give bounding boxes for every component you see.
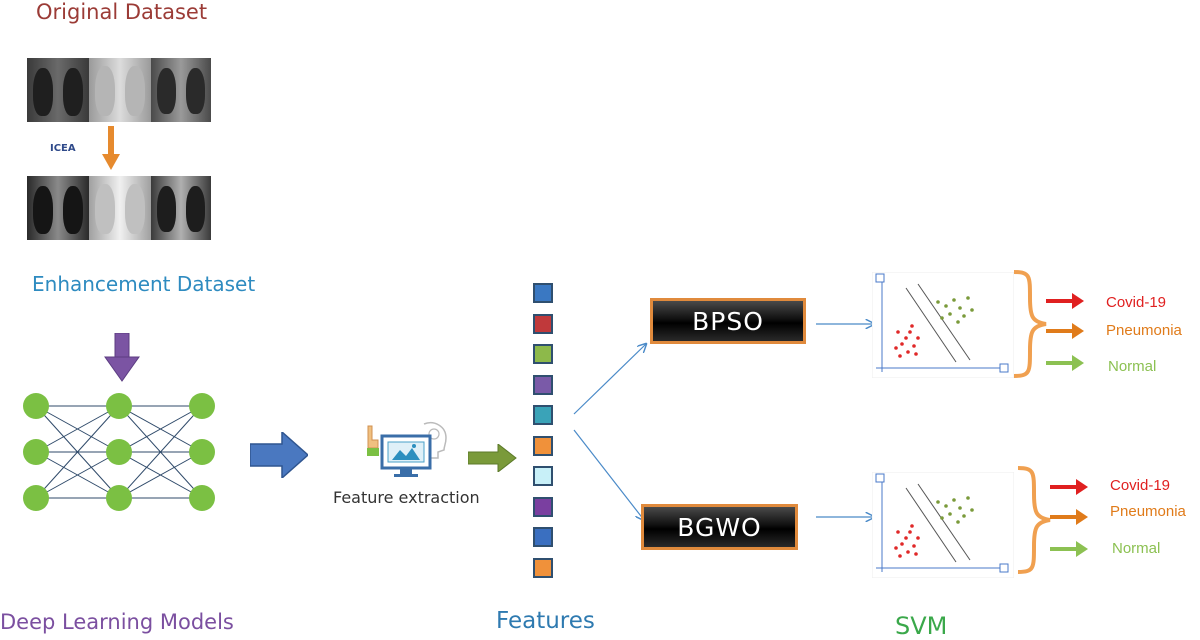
- purple-down-arrow: [104, 333, 140, 382]
- curly-brace-top: [1013, 270, 1047, 378]
- optimizer-to-svm-arrows: [816, 310, 882, 530]
- svm-title: SVM: [895, 612, 948, 640]
- output-covid19: Covid-19: [1110, 477, 1171, 494]
- neuron: [106, 439, 132, 465]
- xray-image: [27, 176, 89, 240]
- neuron: [23, 393, 49, 419]
- output-normal: Normal: [1112, 540, 1161, 557]
- feature-square: [533, 405, 553, 425]
- neural-network: [23, 393, 215, 511]
- svm-plot-bottom: [872, 472, 1014, 578]
- feature-square: [533, 466, 553, 486]
- neuron: [106, 393, 132, 419]
- blue-right-arrow: [250, 432, 308, 478]
- bpso-box: BPSO: [650, 298, 806, 344]
- feature-square: [533, 283, 553, 303]
- feature-square: [533, 557, 553, 578]
- xray-image: [27, 58, 89, 122]
- feature-square: [533, 344, 553, 364]
- feature-extraction-icon: [367, 422, 447, 477]
- neuron: [106, 485, 132, 511]
- feature-extraction-label: Feature extraction: [333, 488, 480, 507]
- feature-square: [533, 496, 553, 517]
- svm-plot-top: [872, 272, 1014, 378]
- output-pneumonia: Pneumonia: [1110, 503, 1186, 520]
- output-normal: Normal: [1108, 358, 1157, 375]
- xray-image: [89, 58, 151, 122]
- green-right-arrow: [468, 444, 517, 472]
- feature-square: [533, 313, 553, 334]
- xray-image: [151, 58, 211, 122]
- feature-square: [533, 374, 553, 395]
- feature-square: [533, 435, 553, 456]
- original-xray-strip: [27, 58, 211, 122]
- enhancement-dataset-title: Enhancement Dataset: [32, 272, 256, 296]
- curly-brace-bottom: [1017, 466, 1051, 574]
- enhanced-xray-strip: [27, 176, 211, 240]
- feature-square: [533, 527, 553, 547]
- feature-vector: [533, 283, 553, 583]
- neuron: [23, 439, 49, 465]
- output-pneumonia: Pneumonia: [1106, 322, 1182, 339]
- output-arrows-top: [1046, 293, 1084, 371]
- xray-image: [89, 176, 151, 240]
- output-arrows-bottom: [1050, 479, 1088, 557]
- neuron: [23, 485, 49, 511]
- xray-image: [151, 176, 211, 240]
- neuron: [189, 393, 215, 419]
- orange-down-arrow: [102, 126, 120, 170]
- features-title: Features: [496, 608, 595, 634]
- deep-learning-models-title: Deep Learning Models: [0, 610, 234, 634]
- original-dataset-title: Original Dataset: [36, 0, 208, 24]
- neuron: [189, 439, 215, 465]
- icea-label: ICEA: [50, 143, 76, 154]
- neuron: [189, 485, 215, 511]
- output-covid19: Covid-19: [1106, 294, 1167, 311]
- feature-to-optimizer-arrows: [573, 330, 660, 530]
- bgwo-box: BGWO: [641, 504, 798, 550]
